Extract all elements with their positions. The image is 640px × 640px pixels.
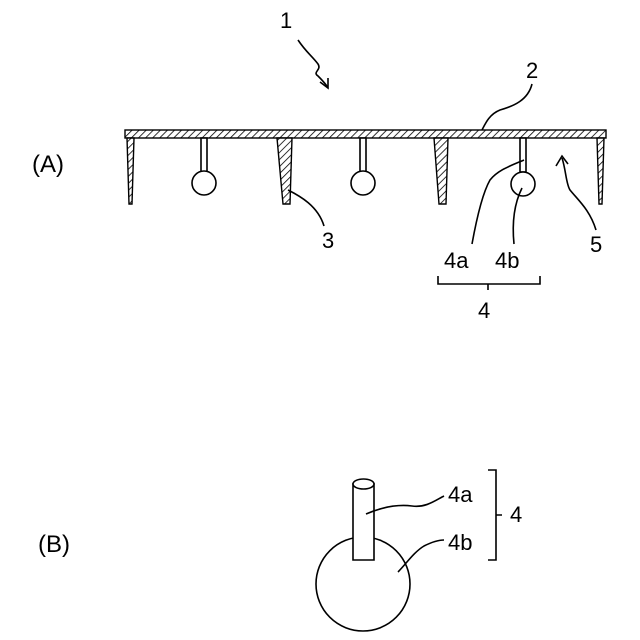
leader-3 bbox=[288, 190, 324, 226]
pendant-1 bbox=[192, 138, 216, 195]
rib-2 bbox=[277, 138, 292, 204]
leader-2 bbox=[482, 84, 532, 130]
label-5: 5 bbox=[590, 232, 602, 257]
leader-4a-b bbox=[366, 496, 444, 514]
label-3: 3 bbox=[322, 228, 334, 253]
arrow-5 bbox=[562, 158, 596, 230]
brace-4-b bbox=[488, 470, 502, 560]
panel-a-label: (A) bbox=[32, 151, 64, 178]
label-4b: 4b bbox=[495, 248, 519, 273]
label-4: 4 bbox=[478, 298, 490, 323]
panel-a: (A) 1 2 3 5 bbox=[32, 8, 606, 323]
rib-4 bbox=[597, 138, 604, 204]
label-2: 2 bbox=[526, 58, 538, 83]
arrow-5-head bbox=[556, 156, 568, 166]
panel-b: (B) 4a 4b 4 bbox=[38, 470, 522, 631]
rib-1 bbox=[127, 138, 134, 204]
panel-b-label: (B) bbox=[38, 531, 70, 558]
label-1: 1 bbox=[280, 8, 292, 33]
brace-4 bbox=[438, 276, 540, 290]
pendant-2 bbox=[351, 138, 375, 195]
label-4a-b: 4a bbox=[448, 482, 473, 507]
label-4-b: 4 bbox=[510, 502, 522, 527]
shaft-large bbox=[353, 484, 374, 560]
top-plate bbox=[125, 130, 606, 138]
arrow-1 bbox=[298, 40, 328, 88]
rib-3 bbox=[434, 138, 448, 204]
pendant-3 bbox=[511, 138, 535, 196]
label-4a: 4a bbox=[444, 248, 469, 273]
shaft-top bbox=[353, 479, 374, 489]
label-4b-b: 4b bbox=[448, 530, 472, 555]
